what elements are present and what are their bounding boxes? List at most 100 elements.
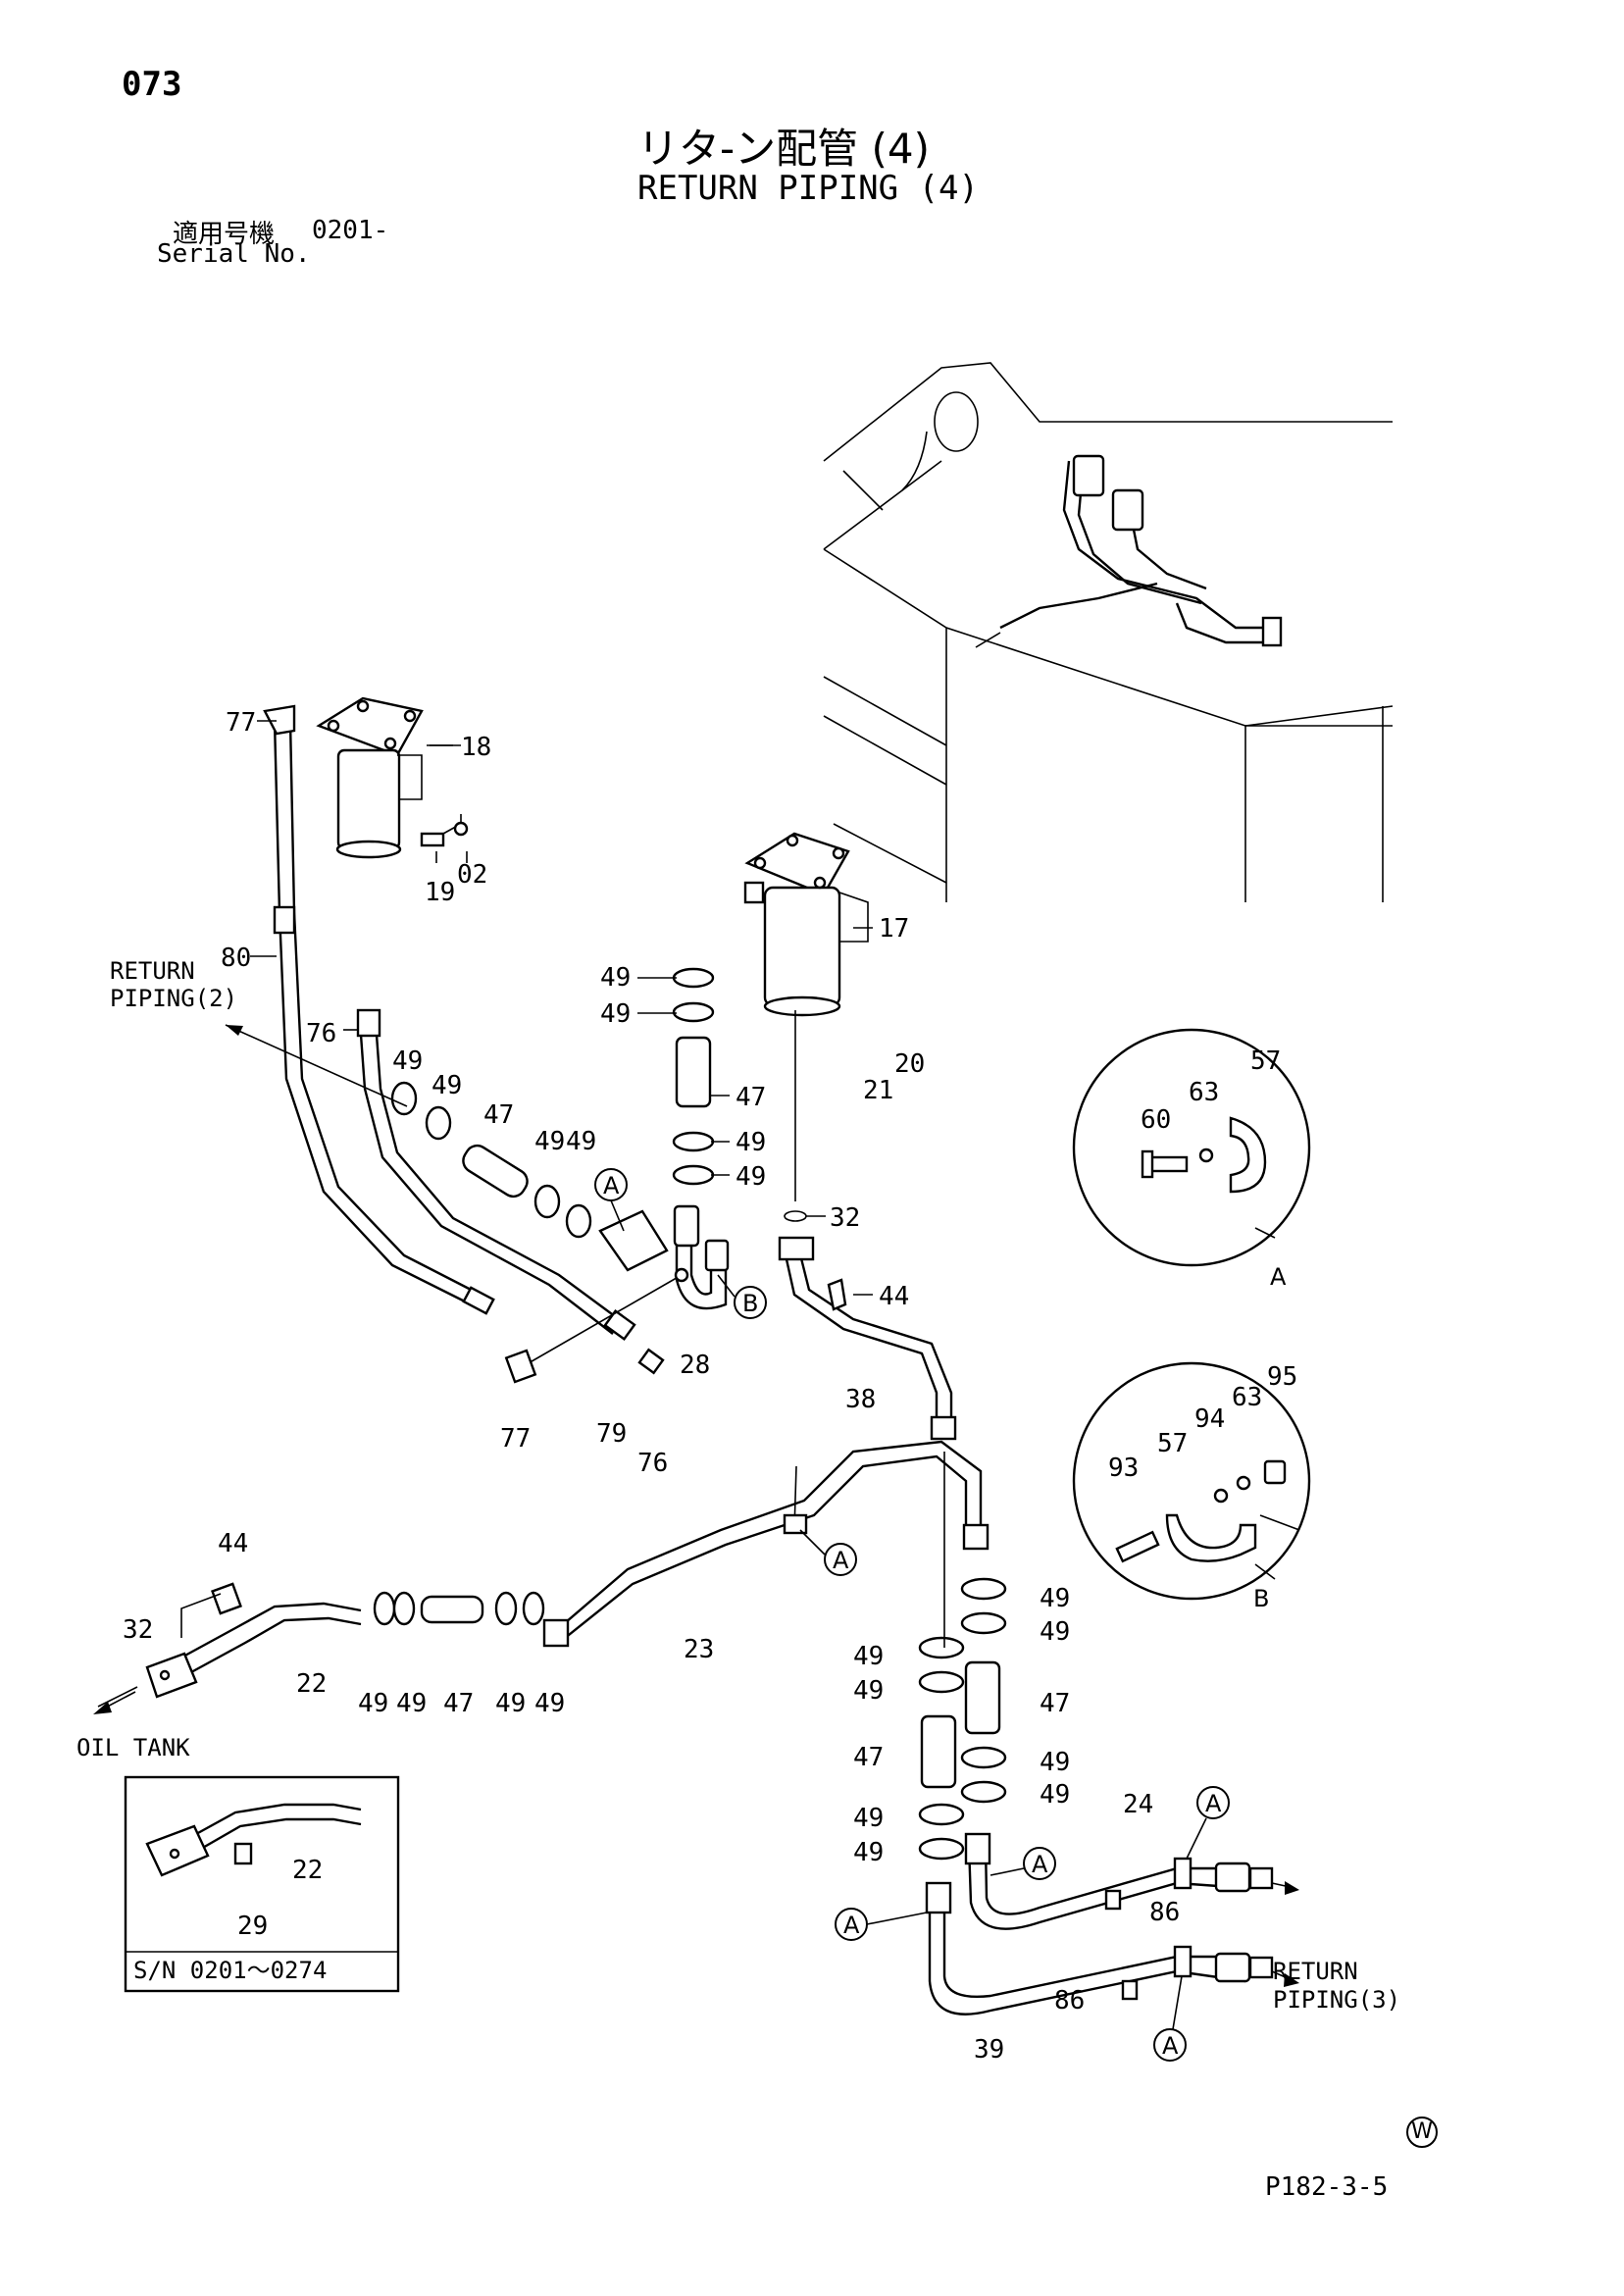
part-label-21: 21 bbox=[863, 1076, 893, 1105]
part-label-47: 47 bbox=[1040, 1689, 1070, 1718]
part-label-49: 49 bbox=[495, 1689, 526, 1718]
part-label-86: 86 bbox=[1054, 1986, 1085, 2015]
part-label-17: 17 bbox=[879, 914, 909, 944]
note-return-piping-2: RETURN bbox=[110, 957, 195, 985]
detail-view-b bbox=[1072, 1361, 1311, 1601]
part-label-86: 86 bbox=[1149, 1898, 1180, 1927]
part-label-38: 38 bbox=[845, 1385, 876, 1414]
part-labels: 77 18 19 02 80 76 49 49 47 49 49 17 49 4… bbox=[123, 708, 1297, 2065]
document-code: P182-3-5 bbox=[1265, 2172, 1389, 2202]
part-label-49: 49 bbox=[1040, 1748, 1070, 1777]
clamp-row-bottom-drawing bbox=[373, 1591, 545, 1626]
callout-a: A bbox=[833, 1547, 849, 1574]
page-title-english: RETURN PIPING (4) bbox=[637, 169, 979, 208]
page-title-japanese: リタ-ン配管 (4) bbox=[637, 125, 930, 173]
part-label-49: 49 bbox=[566, 1127, 596, 1156]
part-label-22: 22 bbox=[296, 1669, 327, 1699]
part-label-47: 47 bbox=[736, 1083, 766, 1112]
part-label-44: 44 bbox=[879, 1282, 909, 1311]
part-label-24: 24 bbox=[1123, 1790, 1153, 1819]
part-label-79: 79 bbox=[596, 1419, 627, 1449]
part-label-22: 22 bbox=[292, 1856, 323, 1885]
part-label-47: 47 bbox=[853, 1743, 884, 1772]
part-label-28: 28 bbox=[680, 1351, 710, 1380]
part-label-02: 02 bbox=[457, 860, 487, 890]
part-label-49: 49 bbox=[534, 1127, 565, 1156]
part-label-47: 47 bbox=[443, 1689, 474, 1718]
callout-a: A bbox=[843, 1912, 860, 1939]
part-label-19: 19 bbox=[425, 878, 455, 907]
part-label-49: 49 bbox=[1040, 1584, 1070, 1613]
part-label-23: 23 bbox=[684, 1635, 714, 1664]
inset-box bbox=[124, 1775, 400, 1993]
clamp-row-upper-drawing bbox=[390, 1081, 592, 1239]
pipe-23-drawing bbox=[542, 1440, 990, 1648]
callout-b: B bbox=[742, 1290, 758, 1317]
part-label-49: 49 bbox=[853, 1838, 884, 1867]
note-return-piping-2: PIPING(2) bbox=[110, 985, 237, 1012]
detail-view-a bbox=[1072, 1028, 1311, 1267]
part-label-44: 44 bbox=[218, 1529, 248, 1558]
part-label-77: 77 bbox=[500, 1424, 531, 1454]
part-label-20: 20 bbox=[894, 1049, 925, 1079]
filter-17-drawing bbox=[743, 832, 869, 1017]
note-oil-tank: OIL TANK bbox=[76, 1734, 190, 1761]
watermark-w: W bbox=[1406, 2117, 1438, 2148]
part-label-76: 76 bbox=[306, 1019, 336, 1048]
part-label-93: 93 bbox=[1108, 1454, 1139, 1483]
part-label-49: 49 bbox=[396, 1689, 427, 1718]
callout-a: A bbox=[1032, 1851, 1048, 1878]
part-label-39: 39 bbox=[974, 2035, 1004, 2065]
part-label-95: 95 bbox=[1267, 1362, 1297, 1392]
page-number: 073 bbox=[122, 65, 182, 104]
part-label-32: 32 bbox=[123, 1615, 153, 1645]
pipe-22-drawing bbox=[97, 1582, 362, 1708]
part-label-49: 49 bbox=[600, 999, 631, 1029]
machine-body-drawing bbox=[823, 362, 1394, 902]
part-label-47: 47 bbox=[483, 1100, 514, 1130]
note-return-piping-3: RETURN bbox=[1273, 1958, 1358, 1985]
part-label-18: 18 bbox=[461, 733, 491, 762]
pipe-39-drawing bbox=[925, 1881, 1274, 2015]
part-label-49: 49 bbox=[431, 1071, 462, 1100]
part-label-49: 49 bbox=[853, 1676, 884, 1706]
part-label-63: 63 bbox=[1232, 1383, 1262, 1412]
part-label-49: 49 bbox=[1040, 1780, 1070, 1810]
part-label-77: 77 bbox=[226, 708, 256, 738]
part-label-63: 63 bbox=[1189, 1078, 1219, 1107]
part-label-57: 57 bbox=[1250, 1046, 1281, 1076]
part-label-49: 49 bbox=[534, 1689, 565, 1718]
part-label-94: 94 bbox=[1194, 1404, 1225, 1434]
part-label-49: 49 bbox=[358, 1689, 388, 1718]
leader-lines bbox=[250, 720, 1300, 1531]
part-label-80: 80 bbox=[221, 944, 251, 973]
part-label-49: 49 bbox=[600, 963, 631, 993]
note-return-piping-3: PIPING(3) bbox=[1273, 1986, 1400, 2014]
part-label-49: 49 bbox=[736, 1128, 766, 1157]
callout-a: A bbox=[1205, 1790, 1222, 1817]
fitting-28-drawing bbox=[504, 1204, 730, 1384]
part-label-29: 29 bbox=[237, 1912, 268, 1941]
pipe-24-drawing bbox=[964, 1832, 1274, 1930]
inset-serial-range: S/N 0201～0274 bbox=[133, 1957, 327, 1984]
part-label-49: 49 bbox=[853, 1642, 884, 1671]
callout-a: A bbox=[1162, 2032, 1179, 2060]
clamp-stack-middle-drawing bbox=[672, 967, 715, 1186]
part-label-49: 49 bbox=[736, 1162, 766, 1192]
filter-18-drawing bbox=[316, 696, 469, 859]
callout-a: A bbox=[603, 1172, 620, 1199]
hose-38-drawing bbox=[778, 1010, 957, 1441]
diagram-notes: RETURN PIPING(2) RETURN PIPING(3) OIL TA… bbox=[76, 957, 1400, 2014]
serial-label-japanese: 適用号機 bbox=[173, 220, 276, 249]
part-label-49: 49 bbox=[1040, 1617, 1070, 1647]
direction-arrows bbox=[93, 1024, 1299, 1987]
serial-label-english: Serial No. bbox=[157, 239, 311, 269]
hose-from-filter-18-drawing bbox=[356, 1008, 665, 1375]
part-label-76: 76 bbox=[637, 1449, 668, 1478]
serial-value: 0201- bbox=[312, 216, 389, 245]
callout-circles: A B A A A A A bbox=[594, 1168, 1230, 2062]
part-label-49: 49 bbox=[392, 1046, 423, 1076]
part-label-60: 60 bbox=[1141, 1105, 1171, 1135]
part-label-49: 49 bbox=[853, 1804, 884, 1833]
